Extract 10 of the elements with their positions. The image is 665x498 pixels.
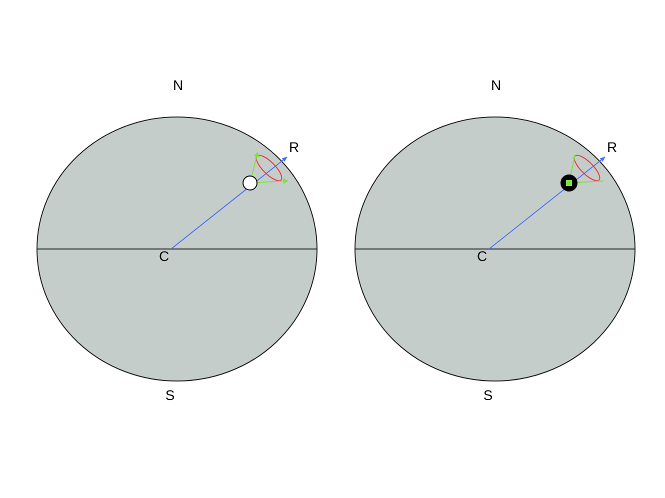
point-label: C: [157, 248, 171, 264]
radius-arrow: [170, 156, 288, 250]
point-label: R: [605, 139, 619, 155]
pole-label: N: [490, 77, 502, 93]
point-label: R: [287, 139, 301, 155]
pole-label: N: [172, 77, 184, 93]
pole-label: S: [482, 387, 494, 403]
radius-arrow: [488, 156, 606, 250]
point-label: C: [475, 248, 489, 264]
pole-label: S: [164, 387, 176, 403]
